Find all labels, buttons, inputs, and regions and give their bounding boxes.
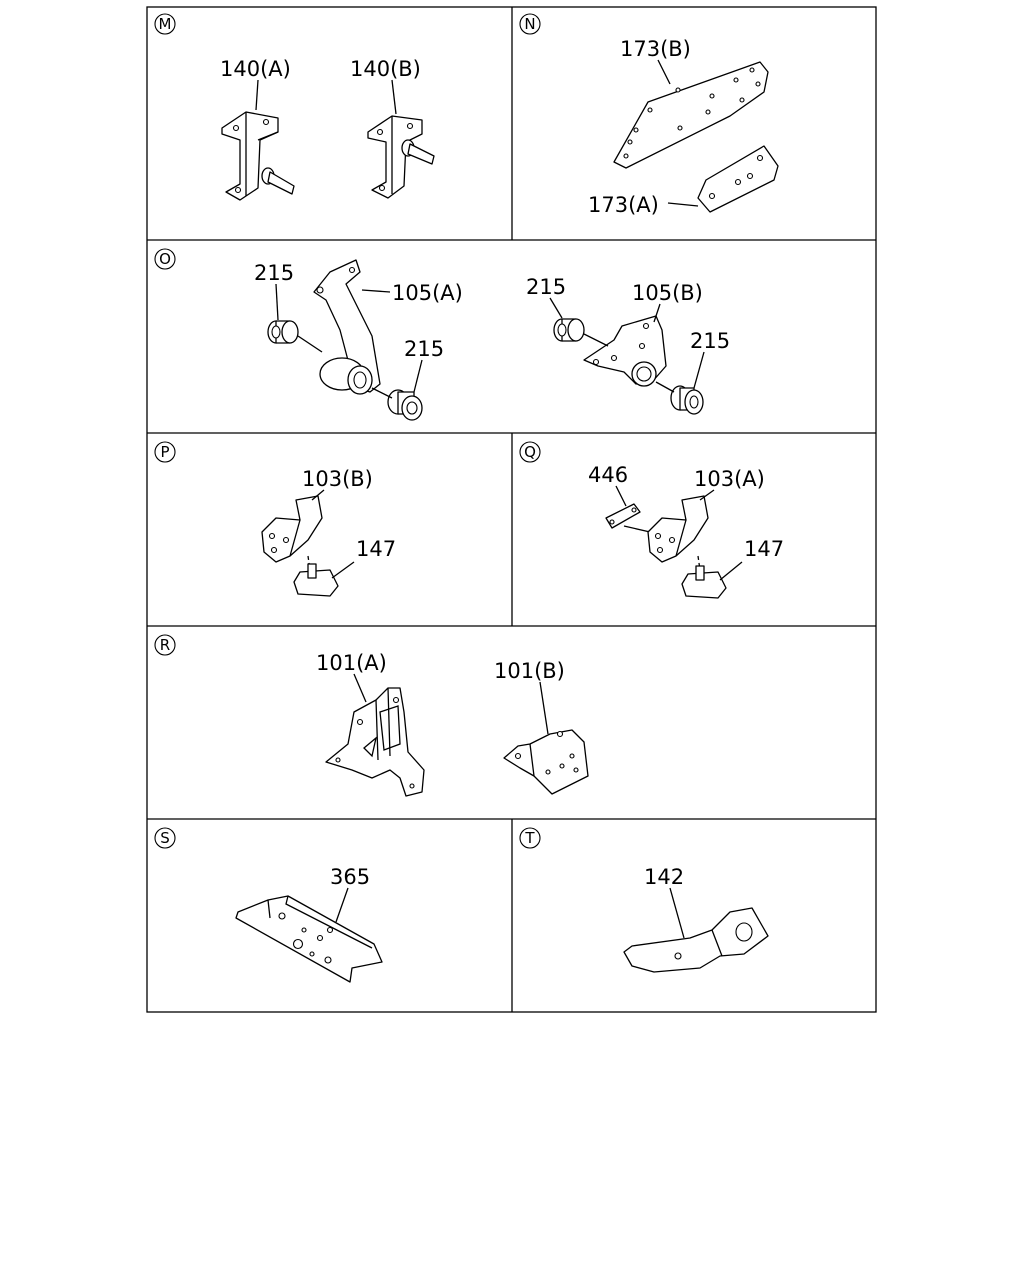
part-103a-drawing	[647, 495, 709, 563]
part-173b-drawing	[613, 61, 769, 169]
label-140a: 140(A)	[220, 57, 291, 81]
grid-frame	[146, 6, 877, 1013]
part-142-drawing	[623, 907, 769, 973]
svg-text:O: O	[159, 250, 171, 268]
section-marker-p: P	[154, 441, 176, 463]
label-103a: 103(A)	[694, 467, 765, 491]
section-marker-s: S	[154, 827, 176, 849]
part-147-p-drawing	[293, 563, 339, 597]
section-marker-m: M	[154, 13, 176, 35]
svg-text:Q: Q	[524, 443, 536, 461]
label-215-3: 215	[526, 275, 566, 299]
svg-text:S: S	[160, 829, 170, 847]
svg-text:R: R	[160, 636, 170, 654]
bushing-215-1	[267, 320, 299, 344]
leader-173b	[657, 59, 671, 85]
part-446-drawing	[605, 503, 641, 529]
part-147-q-drawing	[681, 565, 727, 599]
part-365-drawing	[235, 895, 383, 983]
label-365: 365	[330, 865, 370, 889]
label-446: 446	[588, 463, 628, 487]
label-101a: 101(A)	[316, 651, 387, 675]
leader-365	[335, 887, 349, 923]
part-101a-drawing	[325, 687, 425, 797]
part-140b-drawing	[367, 115, 435, 199]
leader-215-4	[693, 351, 705, 389]
label-105b: 105(B)	[632, 281, 703, 305]
centerline-o1	[297, 335, 323, 353]
section-marker-r: R	[154, 634, 176, 656]
label-147-q: 147	[744, 537, 784, 561]
label-105a: 105(A)	[392, 281, 463, 305]
part-103b-drawing	[261, 495, 323, 563]
part-101b-drawing	[503, 729, 589, 795]
part-140a-drawing	[221, 111, 295, 201]
svg-text:M: M	[159, 15, 172, 33]
svg-text:N: N	[524, 15, 535, 33]
label-173b: 173(B)	[620, 37, 691, 61]
leader-215-1	[275, 283, 279, 321]
centerline-p	[307, 555, 311, 571]
section-marker-t: T	[519, 827, 541, 849]
leader-215-2	[413, 359, 423, 393]
leader-142	[669, 887, 685, 939]
part-173a-drawing	[697, 145, 779, 213]
label-147-p: 147	[356, 537, 396, 561]
bushing-215-3	[553, 318, 585, 342]
label-215-2: 215	[404, 337, 444, 361]
svg-text:T: T	[524, 829, 535, 847]
svg-text:P: P	[160, 443, 169, 461]
leader-147-q	[719, 561, 743, 581]
centerline-o4	[655, 381, 675, 393]
centerline-o3	[583, 333, 609, 347]
leader-105a	[361, 289, 391, 293]
centerline-q	[697, 555, 701, 571]
leader-140a	[255, 79, 259, 111]
leader-147-p	[331, 561, 355, 579]
label-103b: 103(B)	[302, 467, 373, 491]
label-101b: 101(B)	[494, 659, 565, 683]
label-215-1: 215	[254, 261, 294, 285]
part-105b-drawing	[583, 315, 667, 387]
leader-103a	[699, 489, 715, 501]
label-215-4: 215	[690, 329, 730, 353]
leader-101a	[353, 673, 367, 703]
leader-103b	[311, 489, 325, 501]
leader-446	[615, 485, 627, 507]
leader-215-3	[549, 297, 563, 319]
centerline-o2	[371, 387, 393, 399]
section-marker-q: Q	[519, 441, 541, 463]
label-142: 142	[644, 865, 684, 889]
label-140b: 140(B)	[350, 57, 421, 81]
connector-q	[623, 525, 651, 533]
leader-140b	[391, 79, 397, 115]
bushing-215-4	[670, 385, 704, 415]
section-marker-n: N	[519, 13, 541, 35]
bushing-215-2	[387, 389, 423, 421]
leader-173a	[667, 202, 699, 207]
section-marker-o: O	[154, 248, 176, 270]
part-105a-drawing	[313, 259, 381, 395]
leader-105b	[653, 303, 661, 323]
label-173a: 173(A)	[588, 193, 659, 217]
leader-101b	[539, 681, 549, 735]
